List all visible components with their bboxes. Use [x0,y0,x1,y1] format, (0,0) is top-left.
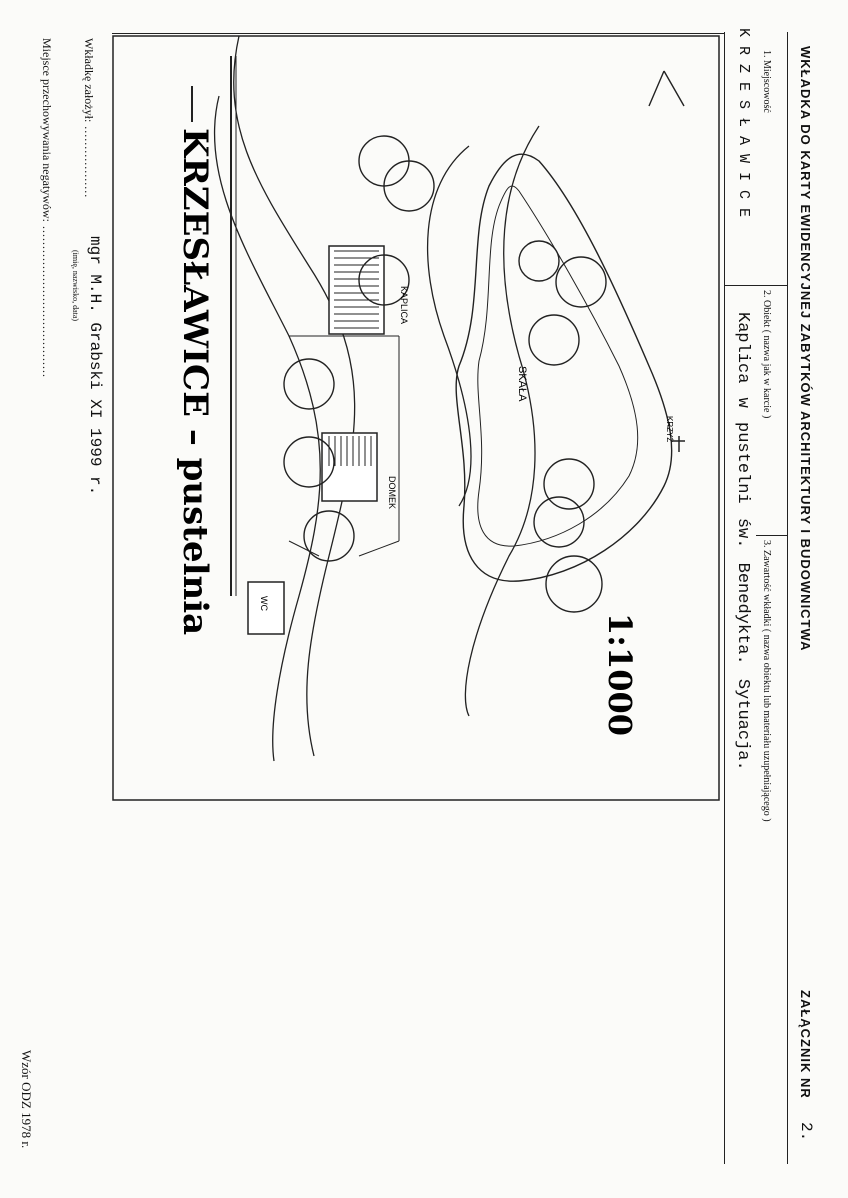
rock-label: SKAŁA [516,366,528,402]
tree-bush [518,240,560,282]
chapel-label: KAPLICA [399,286,409,324]
house-label: DOMEK [387,476,397,509]
tree [358,135,410,187]
tree-bush [545,555,603,613]
tree [283,436,335,488]
tree [528,314,580,366]
chapel-building [328,245,385,335]
path-right-edge-2 [464,125,540,717]
house-hatching [328,436,372,466]
toilet-label: WC [259,596,269,611]
north-arrow [648,70,685,107]
trees [283,135,607,613]
header-rule [787,32,788,1164]
tree [383,160,435,212]
field-divider-1 [724,285,787,286]
path-right-edge-1 [426,145,472,507]
chapel-hatching [334,250,379,329]
tree [303,510,355,562]
drawing-scale: 1:1000 [601,613,639,736]
cross-label: KRZYŻ [665,416,674,442]
toilet-building [247,581,285,635]
path-left-edge-2 [213,95,321,762]
top-rule [112,33,724,34]
tree [543,458,595,510]
drawing-frame [112,35,720,801]
plan-rotated-group: KAPLICA DOMEK SKAŁA KRZYŻ WC KRZESŁAWICE… [175,35,685,762]
tree [283,358,335,410]
cross-symbol [673,436,685,452]
drawing-title: KRZESŁAWICE – pustelnia [175,128,215,635]
rock-outline-inner [477,185,639,547]
yard-boundary [288,335,400,557]
place-field-rule [724,32,725,1164]
house-building [321,432,378,502]
rock-outline [455,153,673,582]
path-left-edge-1 [233,35,356,757]
tree [555,256,607,308]
tree [358,254,410,306]
field-divider-2 [756,535,787,536]
tree [533,496,585,548]
